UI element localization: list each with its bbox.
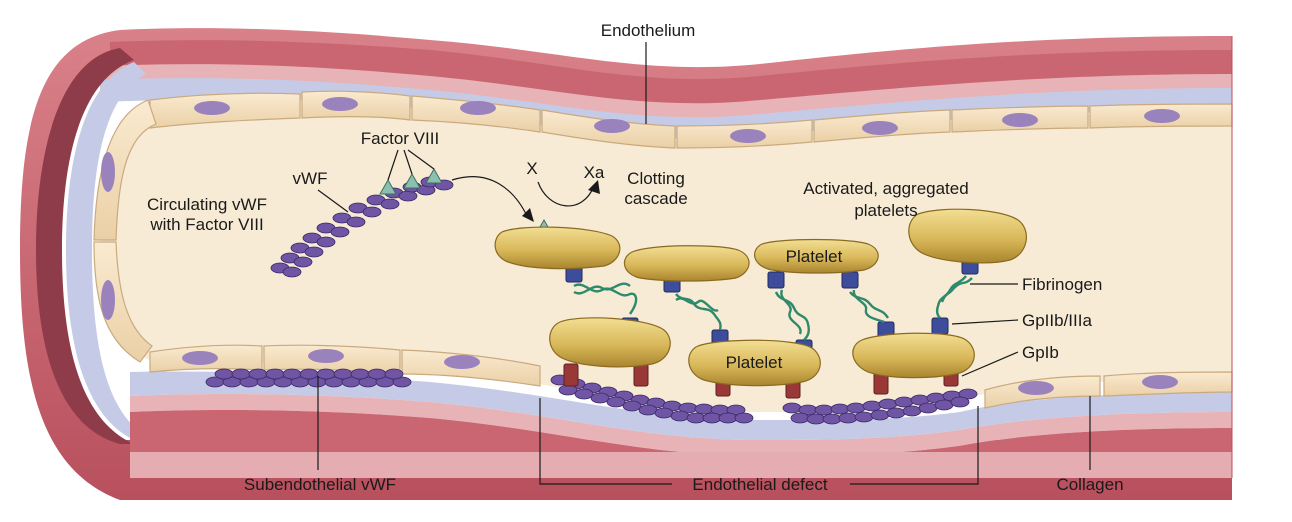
subendothelial-vwf-defect xyxy=(550,374,978,425)
platelets xyxy=(494,208,1027,387)
label-factor-viii: Factor VIII xyxy=(361,129,439,148)
x-to-xa-arc xyxy=(537,181,595,207)
vwf-to-platelet-arrow xyxy=(451,176,529,219)
circulating-vwf-strand xyxy=(270,176,454,278)
label-circulating-line1: Circulating vWF xyxy=(147,195,267,214)
label-gpiib-iiia: GpIIb/IIIa xyxy=(1022,311,1092,330)
platelet-2 xyxy=(623,245,750,282)
label-platelet-top: Platelet xyxy=(786,247,843,266)
label-vwf: vWF xyxy=(293,169,328,188)
platelet-3 xyxy=(754,238,879,274)
platelet-6 xyxy=(688,339,821,387)
bottom-wall-pink xyxy=(130,394,1232,456)
platelet-4 xyxy=(908,208,1027,264)
bottom-wall-underside xyxy=(130,452,1232,478)
top-endothelial-cells xyxy=(149,90,1233,149)
top-wall-pink xyxy=(105,64,1232,120)
label-endothelium: Endothelium xyxy=(601,21,696,40)
label-platelet-bottom: Platelet xyxy=(726,353,783,372)
label-circulating-line2: with Factor VIII xyxy=(149,215,263,234)
bottom-basement xyxy=(130,371,1232,440)
label-clotting-line2: cascade xyxy=(624,189,687,208)
left-endothelial-cells xyxy=(93,99,157,363)
label-subendothelial-vwf: Subendothelial vWF xyxy=(244,475,396,494)
label-activated-line1: Activated, aggregated xyxy=(803,179,968,198)
label-x: X xyxy=(526,159,537,178)
top-wall-band xyxy=(110,40,1232,110)
label-gpib: GpIb xyxy=(1022,343,1059,362)
label-endothelial-defect: Endothelial defect xyxy=(692,475,827,494)
platelet-7 xyxy=(852,332,975,379)
xa-arrowhead xyxy=(588,180,600,194)
fibrinogen-strands xyxy=(573,275,973,341)
label-activated-line2: platelets xyxy=(854,201,917,220)
subendothelial-vwf-left xyxy=(205,368,412,388)
label-fibrinogen: Fibrinogen xyxy=(1022,275,1102,294)
platelet-5 xyxy=(549,317,671,368)
label-collagen: Collagen xyxy=(1056,475,1123,494)
vwf-arrowhead xyxy=(522,208,534,222)
leader-lines xyxy=(317,42,1091,485)
left-basement xyxy=(66,62,146,440)
label-xa: Xa xyxy=(584,163,605,182)
platelet-1 xyxy=(494,226,621,270)
label-clotting-line1: Clotting xyxy=(627,169,685,188)
left-dark-band xyxy=(36,48,134,444)
